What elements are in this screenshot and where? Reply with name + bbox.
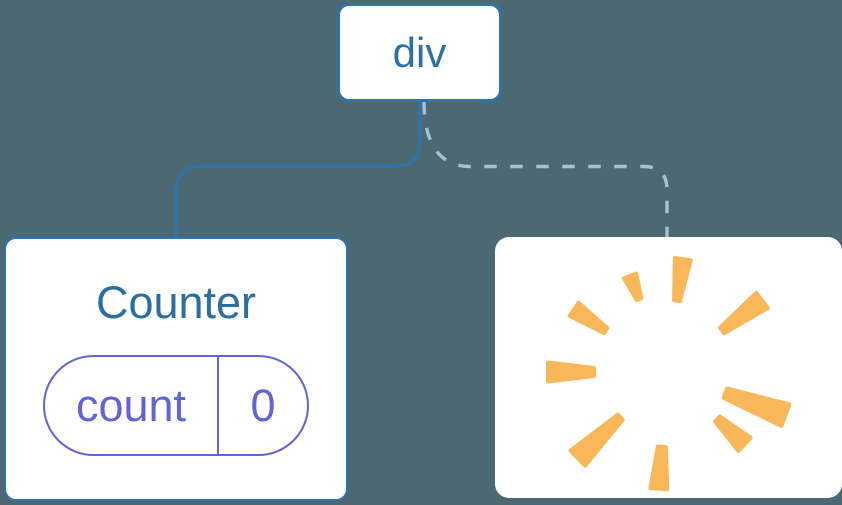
- poof-ray: [622, 271, 644, 303]
- poof-ray: [718, 290, 770, 336]
- poof-ray: [568, 412, 625, 468]
- state-key-cell: count: [45, 357, 219, 454]
- poof-ray: [672, 256, 693, 304]
- poof-ray: [546, 360, 596, 384]
- node-div-label: div: [392, 28, 447, 76]
- poof-icon: [546, 256, 792, 492]
- tree-node-removed: [495, 237, 842, 498]
- state-value: 0: [250, 379, 276, 431]
- tree-node-counter: Counter count 0: [4, 237, 348, 501]
- edge-div-to-removed: [422, 101, 669, 238]
- poof-ray: [567, 300, 610, 336]
- tree-node-div: div: [337, 3, 502, 102]
- edge-div-to-counter: [174, 101, 422, 238]
- counter-title: Counter: [95, 277, 257, 328]
- poof-ray: [721, 386, 792, 428]
- state-key-label: count: [75, 379, 187, 431]
- poof-ray: [713, 414, 753, 453]
- state-pill: count 0: [43, 355, 309, 456]
- poof-ray: [648, 444, 670, 492]
- state-value-cell: 0: [219, 357, 307, 454]
